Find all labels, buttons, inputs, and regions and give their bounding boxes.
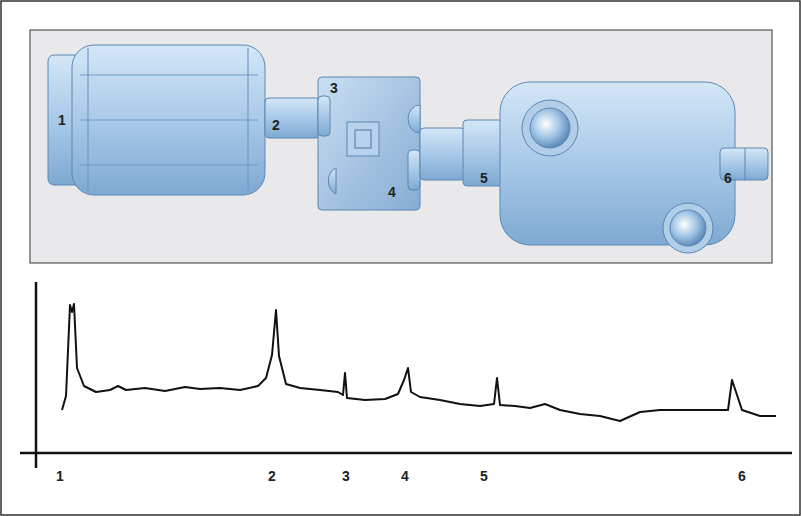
gearbox-window — [347, 122, 379, 156]
callout-number: 6 — [724, 171, 732, 185]
pump-flange — [463, 120, 503, 186]
callout-number: 2 — [272, 118, 280, 132]
axis-label: 6 — [738, 469, 746, 483]
pump-port — [530, 108, 570, 148]
pump-port — [522, 100, 578, 156]
gearbox-lug — [408, 105, 420, 133]
axis-label: 3 — [342, 469, 350, 483]
bearing — [408, 150, 420, 190]
vibration-trace — [62, 304, 776, 421]
gearbox-lug — [328, 168, 336, 194]
axis-label: 4 — [401, 469, 409, 483]
pump-port — [663, 203, 713, 253]
pump-shaft — [745, 148, 746, 180]
callout-number: 1 — [58, 113, 66, 127]
panel — [30, 30, 772, 263]
motor-body — [72, 45, 265, 195]
bearing — [318, 96, 330, 136]
motor-shaft — [265, 98, 320, 138]
callout-number: 3 — [330, 81, 338, 95]
pump-port — [670, 210, 706, 246]
axis-label: 1 — [56, 469, 64, 483]
y-axis — [35, 282, 38, 468]
gearbox — [318, 77, 420, 210]
pump-body — [500, 82, 735, 245]
axis-label: 5 — [480, 469, 488, 483]
motor-fins — [80, 48, 258, 192]
output-shaft — [420, 128, 465, 180]
x-axis — [20, 452, 792, 455]
gearbox-window — [355, 130, 371, 148]
axis-label: 2 — [268, 469, 276, 483]
callout-number: 4 — [388, 185, 396, 199]
callout-number: 5 — [480, 171, 488, 185]
